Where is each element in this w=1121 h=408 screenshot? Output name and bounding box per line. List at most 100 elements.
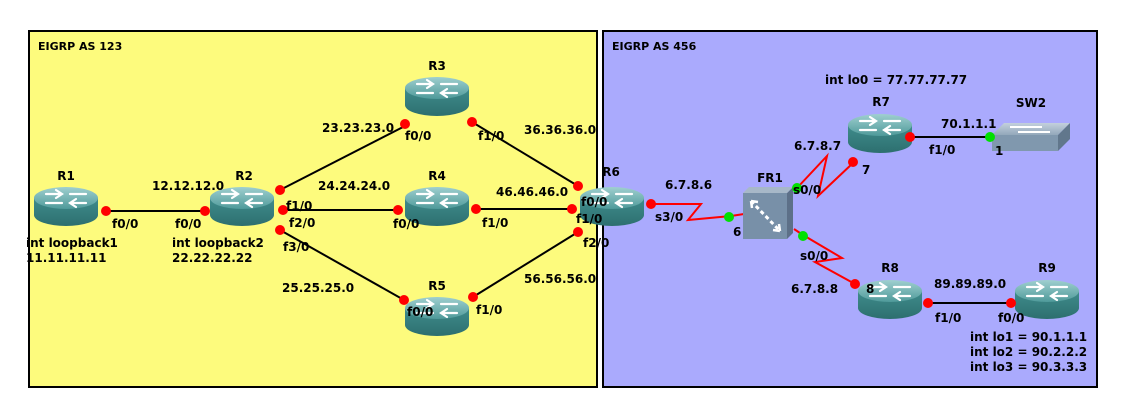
device-note: 11.11.11.11 [26, 251, 106, 265]
devices-layer [34, 77, 1079, 336]
port-label: f1/0 [929, 143, 955, 157]
link-r6-fr1[interactable] [651, 203, 745, 222]
device-label: R9 [1038, 261, 1056, 275]
router-arrows-icon [868, 281, 912, 302]
device-note: int loopback2 [172, 236, 264, 250]
port-status-dot [467, 117, 477, 127]
port-status-dot [573, 181, 583, 191]
port-status-dot [200, 206, 210, 216]
link-network-label: 6.7.8.6 [665, 178, 712, 192]
port-label: f0/0 [581, 195, 607, 209]
ports-layer [101, 117, 1016, 308]
port-label: s0/0 [793, 183, 821, 197]
area-title: EIGRP AS 123 [38, 40, 123, 53]
router-arrows-icon [415, 188, 459, 209]
router-icon[interactable] [858, 280, 922, 319]
link-network-label: 70.1.1.1 [941, 117, 996, 131]
link-r3-r6[interactable] [471, 121, 579, 187]
port-status-dot [923, 298, 933, 308]
router-icon[interactable] [34, 187, 98, 226]
port-status-dot [468, 292, 478, 302]
router-icon[interactable] [405, 297, 469, 336]
port-status-dot [567, 204, 577, 214]
port-label: f2/0 [289, 216, 315, 230]
port-status-dot [792, 183, 802, 193]
port-label: f0/0 [112, 217, 138, 231]
link-r2-r3[interactable] [279, 125, 406, 191]
port-status-dot [471, 204, 481, 214]
device-note: int lo0 = 77.77.77.77 [825, 73, 967, 87]
port-label: 6 [733, 225, 741, 239]
link-network-label: 36.36.36.0 [524, 123, 596, 137]
port-status-dot [724, 212, 734, 222]
port-label: f1/0 [576, 212, 602, 226]
device-label: SW2 [1016, 96, 1046, 110]
router-icon[interactable] [580, 187, 644, 226]
port-label: f1/0 [286, 199, 312, 213]
device-label: R1 [57, 169, 75, 183]
area-title: EIGRP AS 456 [612, 40, 697, 53]
switch-arrows-icon [1010, 126, 1050, 133]
link-network-label: 25.25.25.0 [282, 281, 354, 295]
port-status-dot [278, 205, 288, 215]
switch-icon[interactable] [992, 123, 1070, 151]
device-label: R3 [428, 59, 446, 73]
device-note: int lo1 = 90.1.1.1 [970, 330, 1087, 344]
link-network-label: 89.89.89.0 [934, 277, 1006, 291]
router-arrows-icon [44, 188, 88, 209]
port-status-dot [275, 185, 285, 195]
device-label: R8 [881, 261, 899, 275]
device-note: int lo3 = 90.3.3.3 [970, 360, 1087, 374]
router-arrows-icon [858, 115, 902, 136]
device-label: FR1 [757, 171, 783, 185]
link-r2-r5[interactable] [279, 229, 405, 301]
port-status-dot [848, 157, 858, 167]
device-label: R6 [602, 165, 620, 179]
link-network-label: 6.7.8.8 [791, 282, 838, 296]
port-label: f1/0 [478, 129, 504, 143]
router-arrows-icon [415, 298, 459, 319]
port-label: f0/0 [407, 305, 433, 319]
router-arrows-icon [590, 188, 634, 209]
link-network-label: 23.23.23.0 [322, 121, 394, 135]
device-label: R4 [428, 169, 446, 183]
port-label: s3/0 [655, 210, 683, 224]
device-label: R7 [872, 95, 890, 109]
port-status-dot [393, 205, 403, 215]
link-r5-r6[interactable] [472, 231, 579, 298]
port-label: f0/0 [393, 217, 419, 231]
port-label: f0/0 [175, 217, 201, 231]
link-network-label: 24.24.24.0 [318, 179, 390, 193]
router-icon[interactable] [405, 187, 469, 226]
port-status-dot [646, 199, 656, 209]
router-icon[interactable] [1015, 280, 1079, 319]
links-layer [106, 121, 1011, 304]
port-label: 1 [995, 144, 1003, 158]
link-fr1-r7[interactable] [796, 152, 854, 199]
port-status-dot [1006, 298, 1016, 308]
device-label: R2 [235, 169, 253, 183]
port-status-dot [850, 279, 860, 289]
link-network-label: 12.12.12.0 [152, 179, 224, 193]
device-label: R5 [428, 279, 446, 293]
port-label: f2/0 [583, 236, 609, 250]
port-label: f0/0 [405, 129, 431, 143]
port-label: 7 [862, 163, 870, 177]
router-icon[interactable] [210, 187, 274, 226]
router-icon[interactable] [848, 114, 912, 153]
port-label: f0/0 [998, 311, 1024, 325]
frame-relay-switch-icon[interactable] [743, 187, 793, 239]
router-icon[interactable] [405, 77, 469, 116]
port-status-dot [399, 295, 409, 305]
port-status-dot [905, 132, 915, 142]
link-network-label: 56.56.56.0 [524, 272, 596, 286]
device-note: int lo2 = 90.2.2.2 [970, 345, 1087, 359]
link-network-label: 46.46.46.0 [496, 185, 568, 199]
port-label: f1/0 [482, 216, 508, 230]
link-network-label: 6.7.8.7 [794, 139, 841, 153]
port-status-dot [573, 227, 583, 237]
port-status-dot [400, 119, 410, 129]
